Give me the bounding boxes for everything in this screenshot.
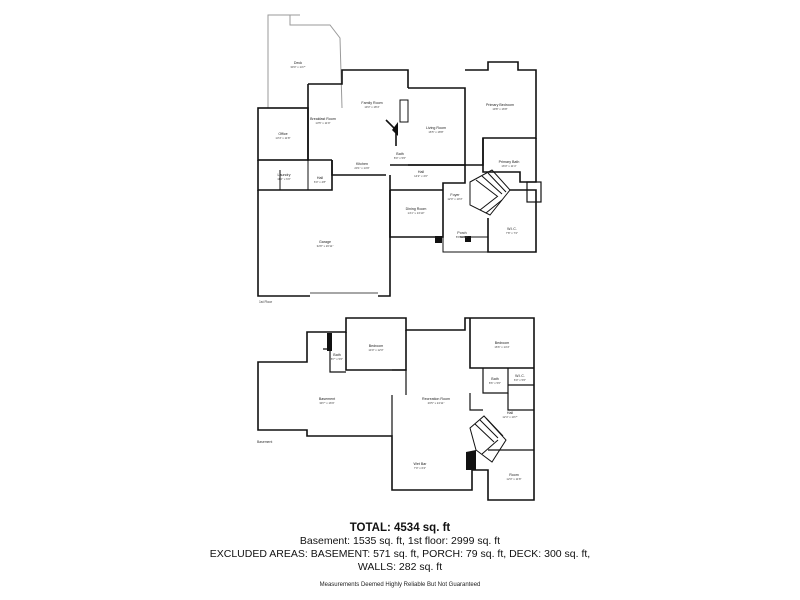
room-dims: 7'8" x 7'2" [506,231,518,235]
room-label: W.I.C. [515,374,525,378]
deck-outline [267,14,343,109]
room-label: Dining Room [406,207,427,211]
room-dims: 16'6" x 14'4" [494,345,509,349]
room-label: Laundry [278,173,291,177]
room-dims: 20'1" x 14'9" [354,166,369,170]
walls-area: WALLS: 282 sq. ft [357,561,443,573]
bedroom-b1-walls [345,330,407,371]
basement-labels: Bedroom 14'0" x 12'0" Bath 8'7" x 5'6" B… [257,341,526,481]
room-dims: 39'7" x 16'9" [319,401,334,405]
wic-walls [487,189,537,253]
room-label: Breakfast Room [310,117,336,121]
basement-outline [257,317,535,501]
room-label: Foyer [450,193,460,197]
room-label: Recreation Room [422,397,450,401]
room-label: W.I.C. [507,227,517,231]
room-dims: 14'0" x 12'0" [368,348,383,352]
excluded-areas: EXCLUDED AREAS: BASEMENT: 571 sq. ft, PO… [209,548,591,560]
room-dims: 30'0" x 14'7" [290,65,305,69]
bedroom-b2-walls [469,318,534,369]
room-label: Room [509,473,519,477]
laundry-walls [257,160,333,191]
room-label: Hall [507,411,513,415]
room-label: Primary Bedroom [486,103,514,107]
room-label: Hall [317,176,323,180]
room-dims: 6'0" x 4'8" [314,180,326,184]
room-label: Bath [491,377,498,381]
primary-bedroom-walls [465,61,537,166]
room-label: Kitchen [356,162,368,166]
floor-areas: Basement: 1535 sq. ft, 1st floor: 2999 s… [299,535,501,547]
room-label: Bedroom [369,344,384,348]
foyer-walls [389,164,466,190]
room-label: Porch [457,231,466,235]
room-dims: 8'0" x 5'6" [394,156,406,160]
floor-plan-diagram: Deck 30'0" x 14'7" Office 13'4" x 11'8" … [257,14,542,501]
room-dims: 7'0" x 6'4" [414,466,426,470]
total-area: TOTAL: 4534 sq. ft [349,522,451,534]
room-label: Family Room [361,101,382,105]
room-label: Primary Bath [499,160,520,164]
floor-tag: Basement [257,440,272,444]
room-label: Hall [418,170,424,174]
room-label: Wet Bar [414,462,428,466]
room-dims: 8'6" x 5'0" [489,381,501,385]
room-label: Office [278,132,287,136]
family-breakfast-walls [307,69,409,161]
room-dims: 6'0" x 5'6" [514,378,526,382]
room-dims: 11'0" x 6'0" [277,177,291,181]
floor-tag: 1st Floor [259,300,273,304]
first-floor-plan [257,14,542,297]
room-label: Bedroom [495,341,510,345]
room-dims: 12'4" x 10'7" [502,415,517,419]
room-dims: 16'5" x 18'8" [428,130,443,134]
room-dims: 13'5" x 11'9" [315,121,330,125]
room-dims: 8'9" x 4'0" [456,235,468,239]
disclaimer: Measurements Deemed Highly Reliable But … [319,582,481,588]
primary-bath-walls [482,138,537,183]
room-label: Living Room [426,126,446,130]
basement-plan [257,317,535,501]
room-dims: 26'5" x 24'11" [428,401,445,405]
room-dims: 14'2" x 4'0" [414,174,428,178]
room-dims: 13'4" x 11'8" [275,136,290,140]
first-floor-stairs [469,169,511,216]
room-label: Deck [294,61,302,65]
room-label: Bath [333,353,340,357]
room-label: Basement [319,397,335,401]
room-dims: 19'8" x 16'8" [492,107,507,111]
porch-walls [442,236,488,253]
area-summary: TOTAL: 4534 sq. ft Basement: 1535 sq. ft… [0,522,800,592]
fireplace [392,122,398,136]
room-dims: 8'7" x 5'6" [331,357,343,361]
room-label: Garage [319,240,331,244]
first-floor-labels: Deck 30'0" x 14'7" Office 13'4" x 11'8" … [259,61,519,304]
basement-stairs [469,415,507,463]
room-dims: 16'0" x 11'4" [501,164,516,168]
room-dims: 12'0" x 10'3" [447,197,462,201]
room-label: Bath [396,152,403,156]
room-dims: 12'0" x 11'8" [506,477,521,481]
room-dims: 32'8" x 26'11" [317,244,334,248]
room-dims: 14'1" x 13'10" [408,211,425,215]
room-dims: 19'3" x 18'4" [364,105,379,109]
